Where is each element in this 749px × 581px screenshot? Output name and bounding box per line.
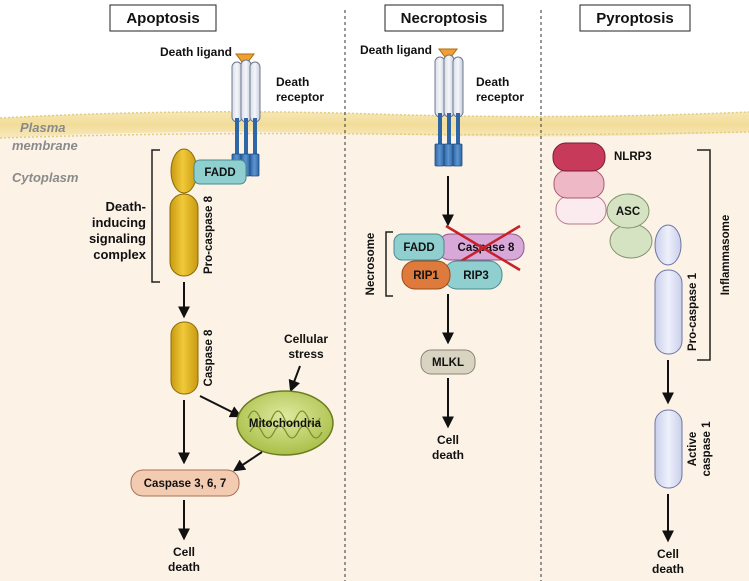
caspase367-label: Caspase 3, 6, 7 (144, 478, 226, 490)
apoptosis-death-receptor-label-2: receptor (276, 90, 324, 104)
pro-caspase8-body (169, 193, 199, 277)
mlkl-label: MLKL (432, 357, 464, 369)
cytoplasm-label: Cytoplasm (12, 170, 79, 185)
asc-card (609, 223, 653, 259)
necroptosis-caspase8-label: Caspase 8 (458, 242, 516, 254)
pyroptosis-cell-death-label-1: Cell (657, 547, 679, 561)
asc-pyd (606, 193, 650, 229)
arrow-stress-to-mito (288, 365, 301, 393)
asc-label: ASC (616, 206, 640, 218)
disc-label-2: inducing (92, 215, 146, 230)
caspase8-label: Caspase 8 (203, 329, 215, 387)
mitochondria-icon (236, 390, 334, 456)
cellular-stress-label-1: Cellular (284, 332, 328, 346)
disc-label-1: Death- (106, 199, 146, 214)
active-caspase1-label-2: caspase 1 (701, 421, 713, 477)
arrow-mito-to-caspase367 (233, 451, 263, 472)
necrosome-bracket (385, 231, 393, 297)
disc-label-3: signaling (89, 231, 146, 246)
necroptosis-death-ligand-label: Death ligand (360, 43, 432, 57)
pyroptosis-cell-death-label-2: death (652, 562, 684, 576)
mlkl (420, 349, 476, 375)
necroptosis-death-receptor-label-1: Death (476, 75, 509, 89)
apoptosis-cell-death-label-2: death (168, 560, 200, 574)
cellular-stress-label-2: stress (288, 347, 324, 361)
arrow-caspase8-to-mito (199, 395, 243, 418)
inflammasome-bracket (697, 149, 711, 361)
plasma-membrane-label-1: Plasma (20, 120, 66, 135)
necroptosis-cell-death-label-1: Cell (437, 433, 459, 447)
mitochondria-label: Mitochondria (249, 418, 322, 430)
necroptosis-fadd (393, 233, 445, 261)
necroptosis-cell-death-label-2: death (432, 448, 464, 462)
active-caspase1-label-1: Active (687, 432, 699, 467)
panel-title-pyroptosis: Pyroptosis (596, 10, 674, 27)
rip1 (401, 260, 451, 290)
active-caspase1 (654, 409, 683, 489)
apoptosis-death-receptor-label-1: Death (276, 75, 309, 89)
panel-title-necroptosis-box (384, 4, 504, 32)
necroptosis-fadd-label: FADD (403, 242, 434, 254)
apoptosis-fadd (193, 159, 247, 185)
caspase367 (130, 469, 240, 497)
plasma-membrane (0, 111, 749, 138)
necroptosis-death-receptor (434, 48, 464, 167)
pro-caspase8-label: Pro-caspase 8 (203, 195, 215, 274)
apoptosis-fadd-label: FADD (204, 167, 235, 179)
necrosome-label: Necrosome (365, 233, 377, 296)
necroptosis-death-receptor-label-2: receptor (476, 90, 524, 104)
apoptosis-cell-death-label-1: Cell (173, 545, 195, 559)
rip1-label: RIP1 (413, 270, 439, 282)
apoptosis-death-ligand-label: Death ligand (160, 45, 232, 59)
panel-title-pyroptosis-box (579, 4, 691, 32)
panel-title-apoptosis: Apoptosis (126, 10, 199, 27)
pro-caspase1-label: Pro-caspase 1 (687, 272, 699, 351)
disc-bracket (151, 149, 160, 283)
pro-caspase8-prodomain (170, 148, 198, 194)
pro-caspase1-card (654, 224, 682, 266)
caspase8 (170, 321, 199, 395)
cytoplasm-background (0, 125, 749, 581)
panel-title-apoptosis-box (109, 4, 217, 32)
rip3-label: RIP3 (463, 270, 489, 282)
plasma-membrane-label-2: membrane (12, 138, 78, 153)
apoptosis-death-receptor (231, 53, 261, 177)
inflammasome-label: Inflammasome (720, 215, 732, 296)
nlrp3-stack (552, 142, 607, 225)
panel-title-necroptosis: Necroptosis (401, 10, 488, 27)
nlrp3-label: NLRP3 (614, 151, 652, 163)
pro-caspase1-body (654, 269, 683, 355)
disc-label-4: complex (93, 247, 147, 262)
